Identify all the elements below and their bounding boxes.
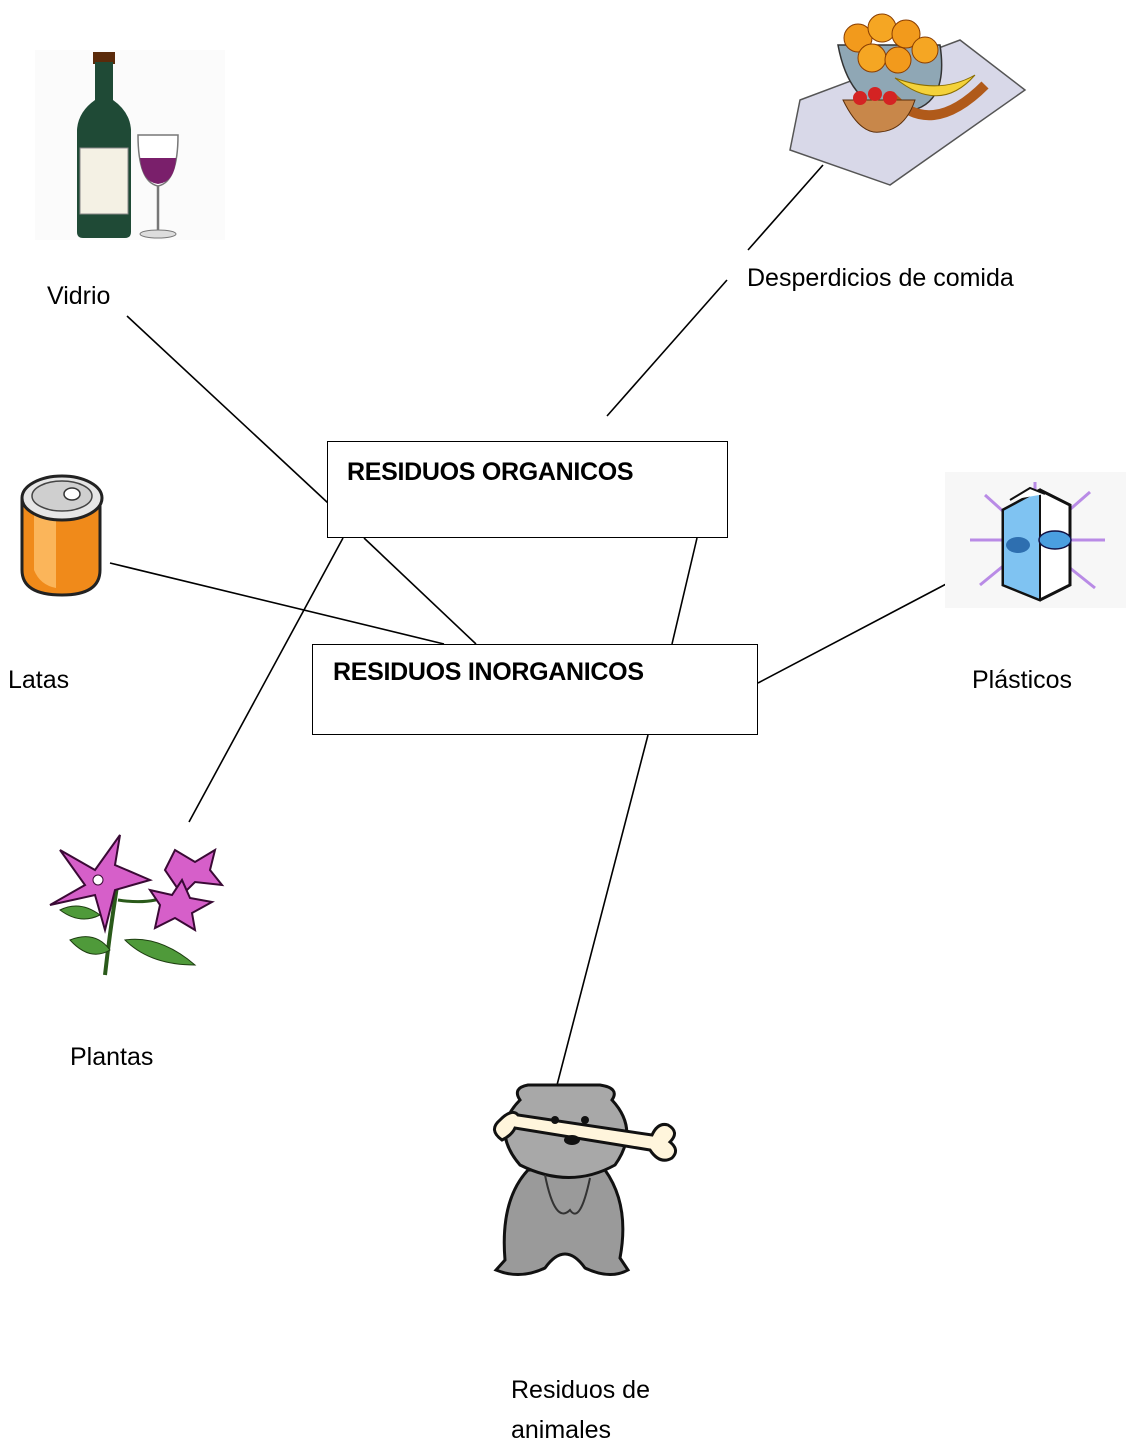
line-organicos-right — [671, 537, 698, 645]
soda-can-icon — [20, 474, 104, 597]
label-latas: Latas — [8, 666, 70, 694]
fruit-basket-icon — [789, 13, 1027, 186]
label-desperdicios: Desperdicios de comida — [747, 264, 1014, 292]
label-plantas: Plantas — [70, 1043, 154, 1071]
wine-bottle-and-glass-icon — [35, 50, 225, 240]
label-animales: Residuos de animales — [511, 1370, 650, 1450]
connector-lines — [109, 164, 989, 1086]
organicos-box: RESIDUOS ORGANICOS — [327, 441, 728, 538]
milk-carton-icon — [945, 472, 1126, 608]
label-animales-line1: Residuos de — [511, 1376, 650, 1404]
line-desperdicios-upper — [747, 164, 824, 251]
line-plantas — [188, 537, 344, 823]
line-latas — [109, 562, 445, 645]
label-plasticos: Plásticos — [972, 666, 1073, 694]
organicos-title: RESIDUOS ORGANICOS — [347, 458, 634, 486]
pink-flower-icon — [49, 834, 225, 976]
inorganicos-title: RESIDUOS INORGANICOS — [333, 658, 644, 686]
line-organicos-inorganicos — [363, 537, 477, 645]
line-animales — [556, 734, 649, 1086]
label-vidrio: Vidrio — [47, 282, 111, 310]
dog-with-bone-icon — [493, 1083, 677, 1276]
inorganicos-box: RESIDUOS INORGANICOS — [312, 644, 758, 735]
line-vidrio — [126, 315, 329, 504]
label-animales-line2: animales — [511, 1416, 612, 1444]
line-desperdicios-lower — [606, 279, 728, 417]
